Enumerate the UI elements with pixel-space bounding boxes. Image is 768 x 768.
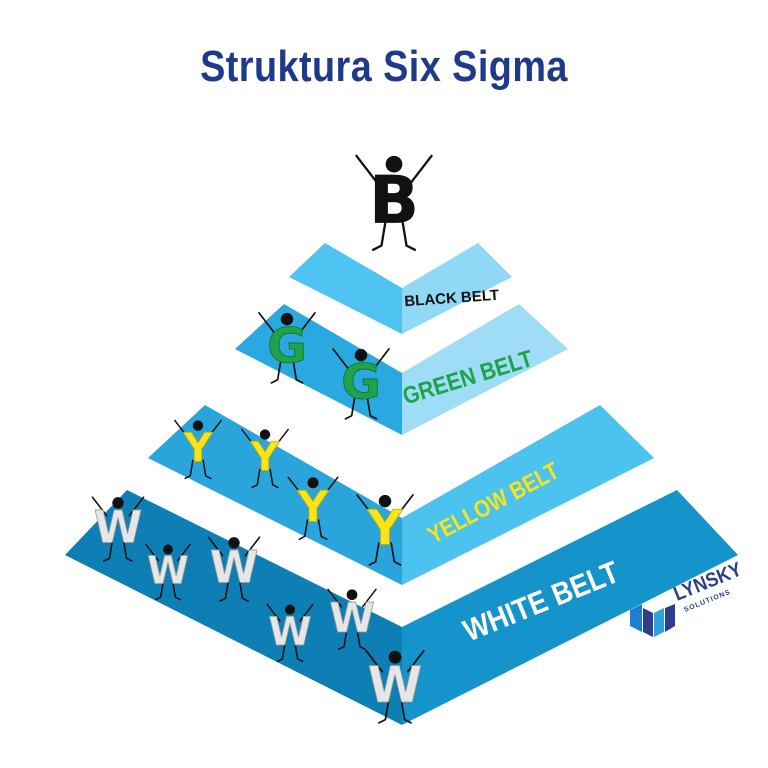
white-belt-figures: W W W W W W <box>91 496 425 724</box>
figure-letter: Y <box>250 435 281 481</box>
figure-letter: G <box>267 319 307 375</box>
tier-white-right-face <box>402 490 738 725</box>
stick-figure-icon: G <box>332 348 390 420</box>
lynsky-logo-icon <box>630 604 675 637</box>
stick-figure-icon: W <box>365 649 425 724</box>
stick-figure-icon: W <box>207 536 261 602</box>
stick-figure-icon: W <box>145 543 191 601</box>
figure-letter: W <box>368 656 423 714</box>
figure-letter: W <box>329 594 375 642</box>
figure-letter: B <box>369 164 418 239</box>
stick-figure-icon: G <box>258 312 316 384</box>
tier-black-belt: BLACK BELT <box>289 243 512 334</box>
stick-figure-icon: Y <box>241 428 289 489</box>
figure-letter: Y <box>297 482 330 532</box>
figure-letter: W <box>210 543 259 594</box>
stick-figure-icon: B <box>355 154 433 251</box>
tier-black-left-face <box>289 243 402 334</box>
black-belt-label: BLACK BELT <box>404 287 500 311</box>
stick-figure-icon: W <box>327 588 377 651</box>
stick-figure-icon: Y <box>287 476 339 541</box>
stick-figure-icon: Y <box>174 419 222 480</box>
tier-black-right-face <box>402 243 512 334</box>
figure-letter: W <box>147 549 189 593</box>
figure-letter: Y <box>183 426 214 472</box>
stick-figure-icon: W <box>91 496 145 562</box>
figure-letter: G <box>341 355 381 411</box>
green-belt-figures: G G <box>258 312 390 420</box>
tier-green-right-face <box>402 304 568 435</box>
tier-yellow-left-face <box>148 405 402 585</box>
black-belt-figures: B <box>355 154 433 251</box>
stick-figure-icon: W <box>266 603 314 663</box>
figure-letter: W <box>94 503 143 554</box>
figure-letter: Y <box>367 501 404 557</box>
tier-yellow-right-face <box>402 405 654 585</box>
yellow-belt-figures: Y Y Y Y <box>174 419 414 566</box>
tier-green-left-face <box>235 304 402 435</box>
stick-figure-icon: Y <box>356 494 414 566</box>
figure-letter: W <box>268 610 311 655</box>
page-title: Struktura Six Sigma <box>200 42 568 91</box>
